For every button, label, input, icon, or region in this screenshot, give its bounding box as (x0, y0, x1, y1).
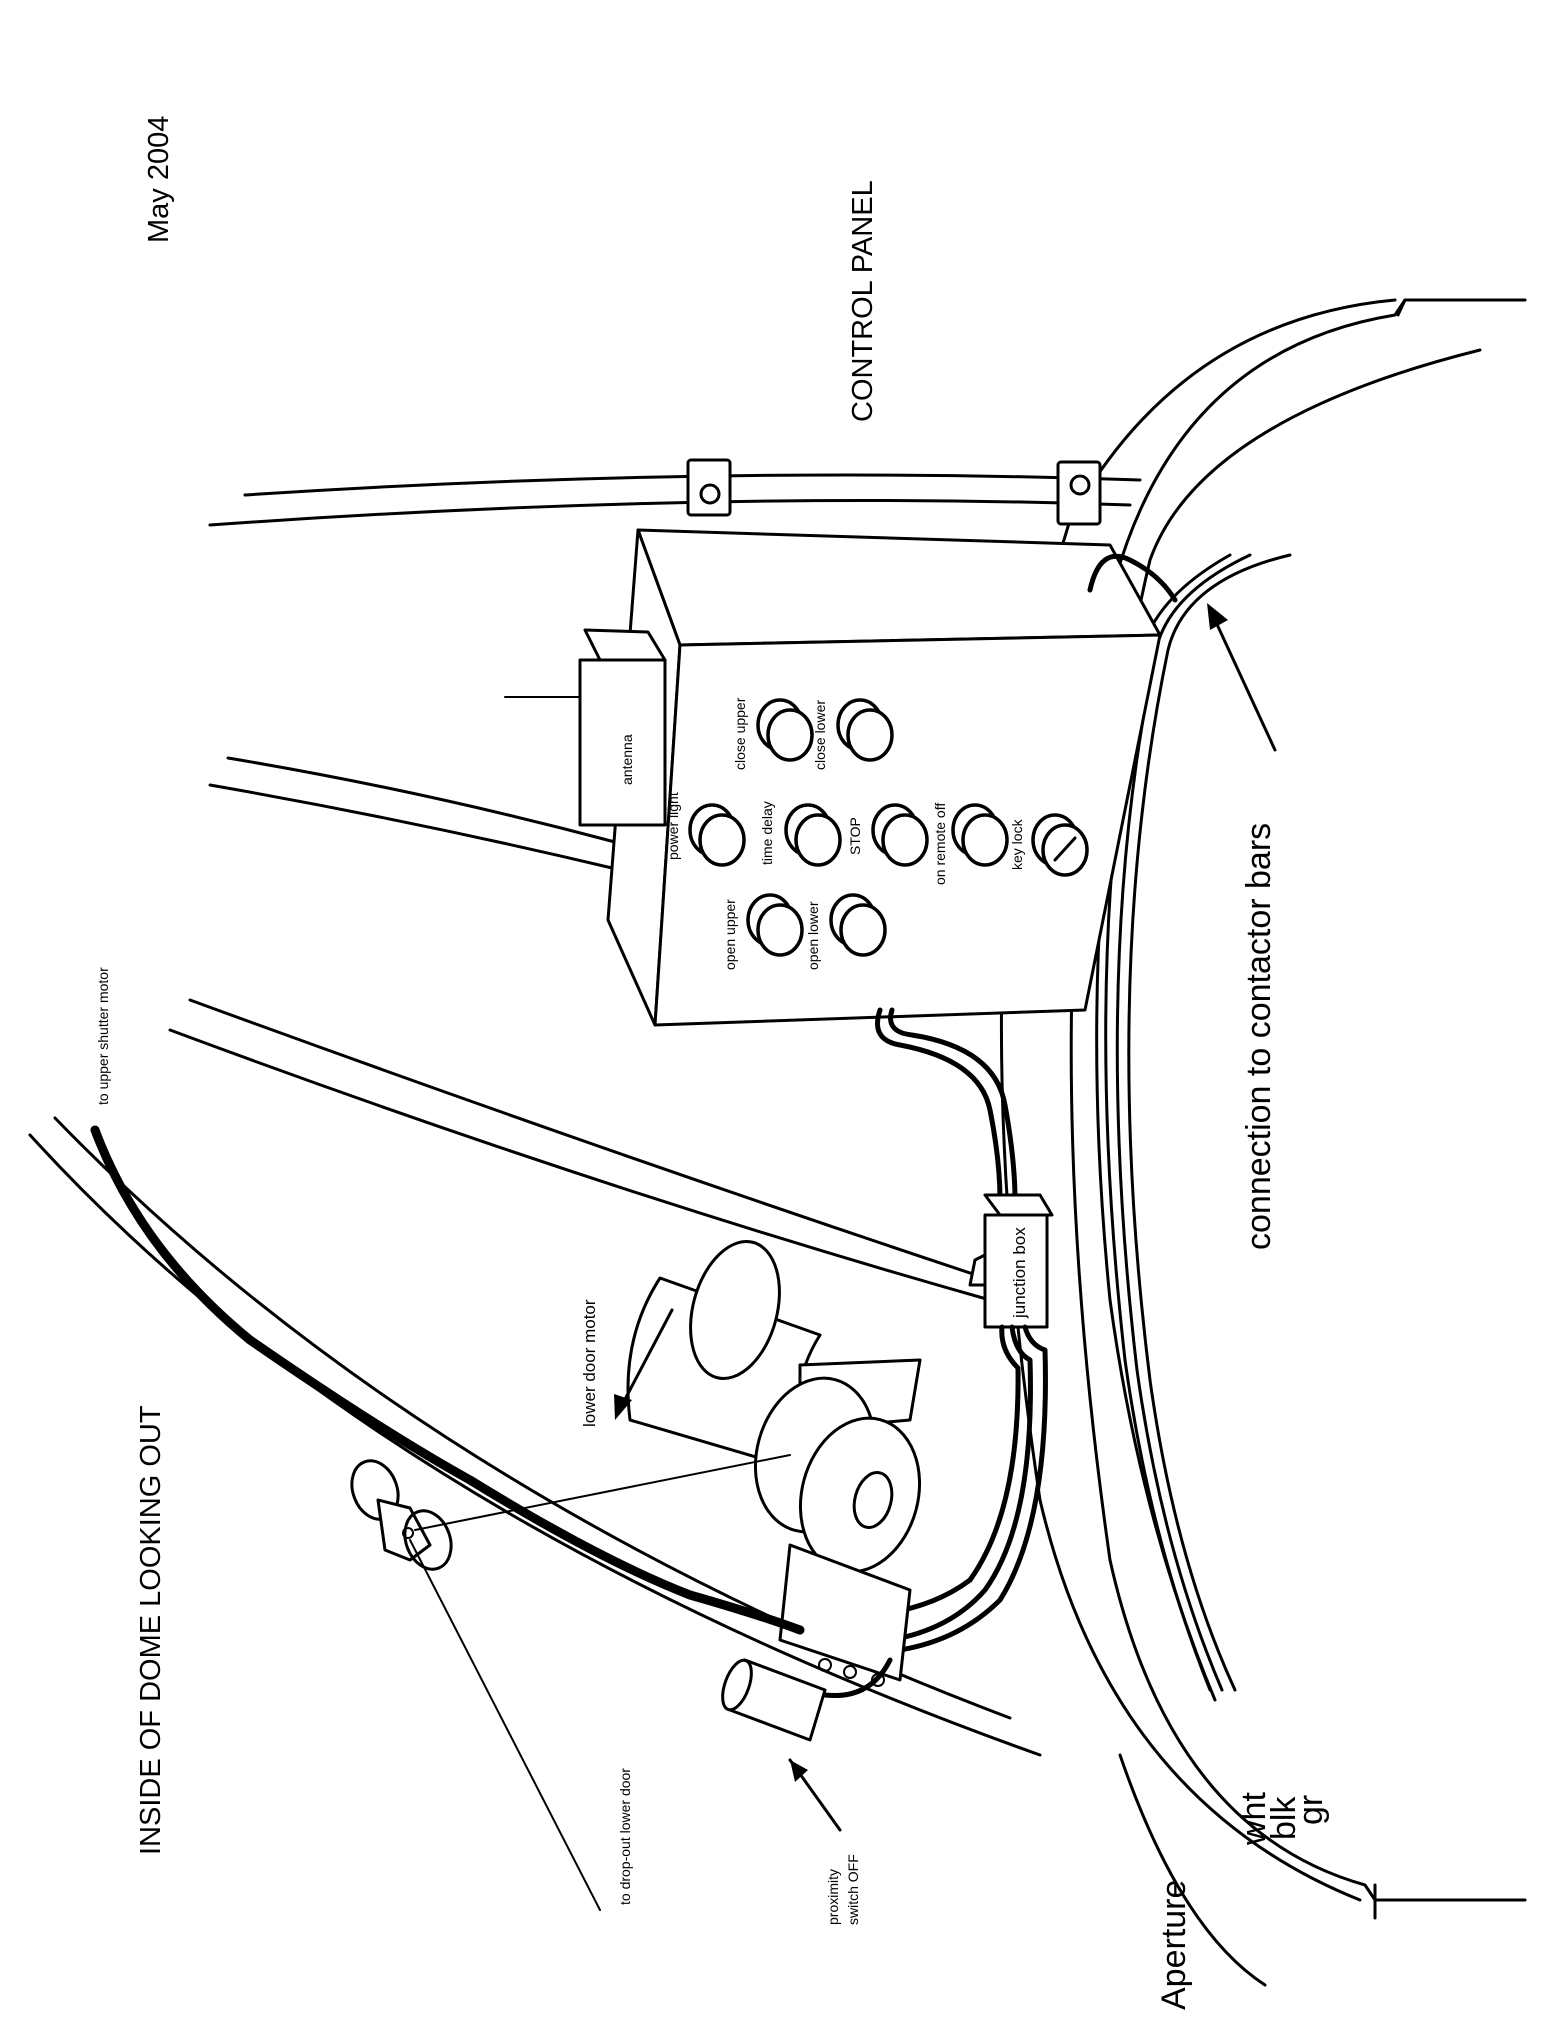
aperture-label: Aperture (1155, 1880, 1193, 2010)
wire-color-gr: gr (1292, 1795, 1330, 1825)
btn-label-close-upper: close upper (732, 697, 748, 770)
btn-label-power-light: power light (665, 792, 681, 860)
knob-key-lock (1031, 813, 1089, 877)
upper-shutter-cable (90, 1125, 805, 1635)
upper-shutter-motor-label: to upper shutter motor (95, 967, 111, 1105)
btn-label-stop: STOP (847, 817, 863, 855)
arrows (614, 603, 1277, 1420)
btn-label-close-lower: close lower (812, 700, 828, 770)
knob-open-upper (746, 893, 804, 957)
connection-contactor-label: connection to contactor bars (1240, 823, 1278, 1250)
dropout-pulley (350, 1454, 791, 1911)
lower-door-motor-shape (626, 1240, 922, 1687)
knob-close-upper (756, 698, 814, 762)
panel-knobs (688, 698, 1089, 957)
wire-color-blk: blk (1265, 1796, 1303, 1840)
antenna-label: antenna (619, 734, 635, 785)
date-label: May 2004 (143, 116, 175, 243)
junction-to-motor-wires (867, 1324, 1048, 1653)
knob-power-light (688, 803, 746, 867)
knob-on-remote-off (951, 803, 1009, 867)
junction-box-shape (968, 1193, 1054, 1329)
lower-door-motor-label: lower door motor (580, 1299, 599, 1427)
btn-label-open-lower: open lower (805, 901, 821, 970)
control-panel-label: CONTROL PANEL (847, 180, 879, 422)
proximity-label-line2: switch OFF (845, 1854, 861, 1925)
control-panel-box (606, 528, 1178, 1027)
mounting-brackets (686, 458, 1102, 526)
junction-box-label: junction box (1010, 1227, 1029, 1319)
dropout-lower-door-label: to drop-out lower door (617, 1768, 633, 1905)
knob-close-lower (836, 698, 894, 762)
wire-color-wht: wht (1235, 1792, 1273, 1846)
btn-label-on-remote-off: on remote off (932, 803, 948, 885)
proximity-switch-shape (721, 1657, 893, 1832)
knob-stop (871, 803, 929, 867)
btn-label-time-delay: time delay (759, 801, 775, 865)
inside-dome-label: INSIDE OF DOME LOOKING OUT (135, 1405, 167, 1855)
antenna-unit (504, 628, 667, 827)
knob-open-lower (829, 893, 887, 957)
proximity-label-line1: proximity (825, 1869, 841, 1925)
btn-label-open-upper: open upper (722, 899, 738, 970)
btn-label-key-lock: key lock (1009, 818, 1025, 870)
panel-to-junction-cables (875, 1007, 1018, 1203)
knob-time-delay (784, 803, 842, 867)
